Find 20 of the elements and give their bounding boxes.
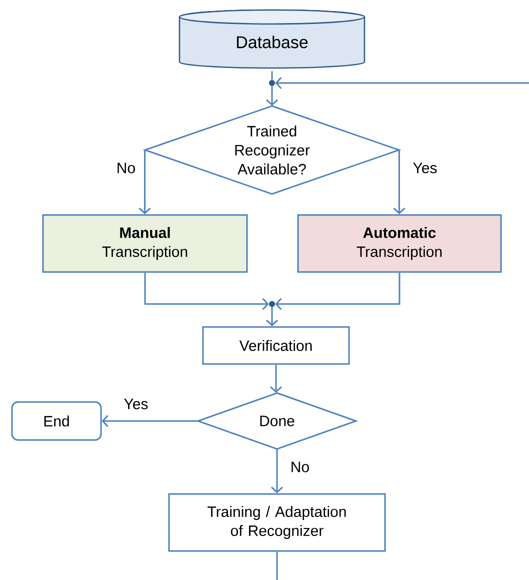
process-box: Manual Transcription	[42, 214, 248, 273]
arrow	[271, 449, 283, 494]
process-box: Training / Adaptation of Recognizer	[168, 493, 386, 552]
arrow	[275, 272, 400, 310]
arrow	[266, 86, 278, 106]
arrow	[144, 272, 269, 310]
arrow	[138, 150, 151, 214]
database-cylinder: Database	[178, 9, 366, 69]
end-terminal: End	[11, 401, 102, 441]
edge-label: No	[115, 162, 137, 174]
arrow	[393, 150, 406, 214]
process-box: Verification	[202, 326, 350, 365]
edge-label: Yes	[122, 398, 150, 410]
edge-label: No	[289, 460, 311, 474]
edge-label: Yes	[412, 162, 438, 174]
arrow	[102, 415, 198, 427]
arrow	[266, 307, 278, 326]
process-box: Automatic Transcription	[297, 214, 502, 273]
arrow	[270, 364, 282, 393]
arrow	[275, 77, 529, 89]
